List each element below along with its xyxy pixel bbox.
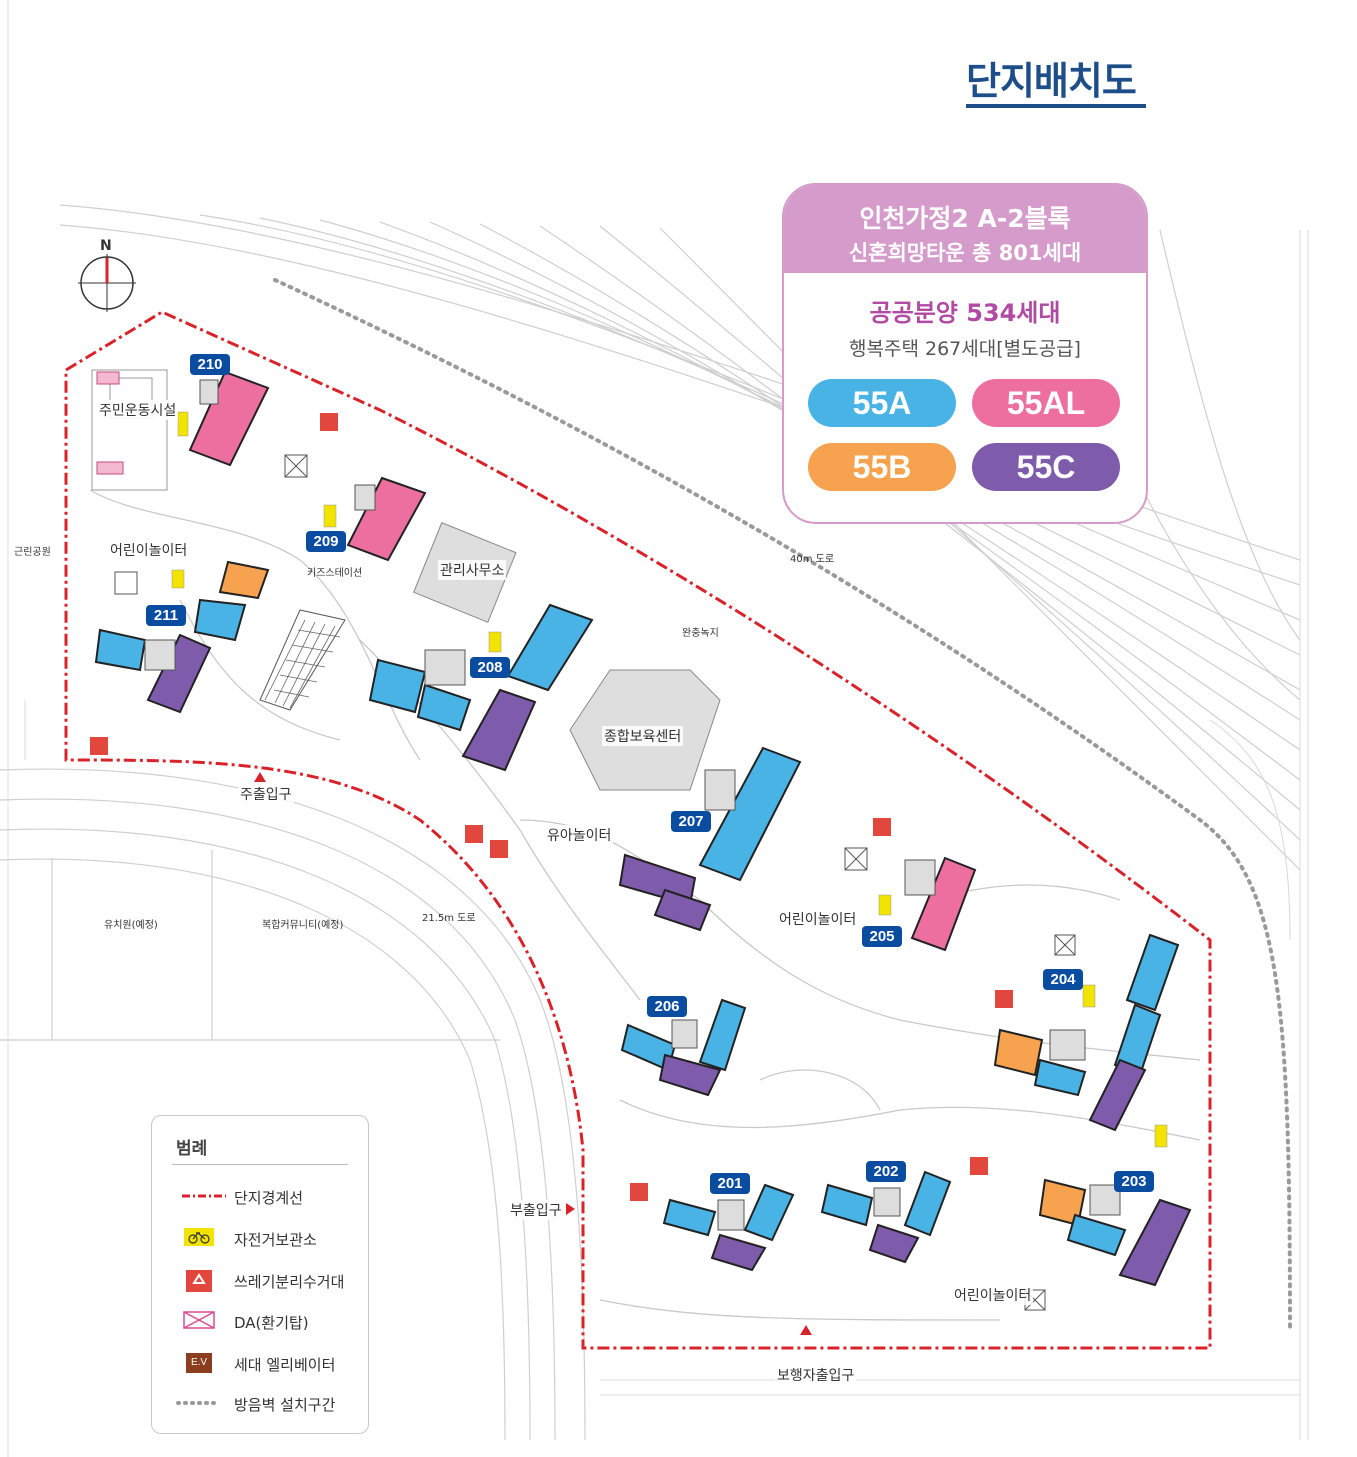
building-203[interactable] bbox=[1038, 1178, 1192, 1287]
building-211[interactable] bbox=[94, 560, 270, 714]
playground-label-1: 어린이놀이터 bbox=[108, 540, 190, 560]
legend-row-recycle: 쓰레기분리수거대 bbox=[176, 1268, 366, 1294]
type-55c-pill: 55C bbox=[972, 443, 1120, 491]
building-no-208[interactable]: 208 bbox=[470, 657, 510, 678]
legend-label-elevator: 세대 엘리베이터 bbox=[234, 1356, 336, 1374]
legend-panel: 범례 단지경계선 자전거보관소 쓰레기분리수거대 DA(환기탑) bbox=[151, 1115, 369, 1434]
building-202[interactable] bbox=[820, 1170, 952, 1264]
page-title: 단지배치도 bbox=[966, 59, 1137, 103]
building-no-204[interactable]: 204 bbox=[1043, 969, 1083, 990]
building-204[interactable] bbox=[993, 933, 1180, 1132]
parking-ramp bbox=[259, 609, 346, 711]
building-no-203[interactable]: 203 bbox=[1114, 1171, 1154, 1192]
summary-header: 인천가정2 A-2블록 신혼희망타운 총 801세대 bbox=[784, 185, 1146, 273]
kids-station-label: 키즈스테이션 bbox=[307, 568, 363, 579]
title-underline bbox=[966, 104, 1146, 108]
legend-title: 범례 bbox=[176, 1139, 208, 1159]
vent-tower-icon bbox=[183, 1311, 215, 1329]
recycle-icon bbox=[186, 1270, 212, 1292]
buffer-green-label: 완충녹지 bbox=[682, 628, 719, 639]
legend-label-vent: DA(환기탑) bbox=[234, 1314, 309, 1332]
happy-housing-count: 행복주택 267세대[별도공급] bbox=[849, 338, 1081, 360]
legend-row-elevator: E.V 세대 엘리베이터 bbox=[176, 1351, 366, 1377]
management-office-label: 관리사무소 bbox=[438, 560, 507, 580]
building-205[interactable] bbox=[904, 856, 977, 952]
boundary-line-icon bbox=[182, 1194, 226, 1198]
bicycle-icons bbox=[171, 411, 1168, 1148]
summary-line2: 신혼희망타운 총 801세대 bbox=[848, 241, 1082, 265]
road-40m-label: 40m 도로 bbox=[790, 554, 835, 565]
sub-entrance-label: 부출입구 bbox=[508, 1200, 564, 1220]
pedestrian-entrance-label: 보행자출입구 bbox=[775, 1365, 857, 1385]
childcare-center-label: 종합보육센터 bbox=[602, 726, 684, 746]
building-no-207[interactable]: 207 bbox=[671, 811, 711, 832]
compass-north-label: N bbox=[100, 238, 112, 254]
summary-line1: 인천가정2 A-2블록 bbox=[859, 204, 1071, 233]
building-no-211[interactable]: 211 bbox=[146, 605, 186, 626]
building-no-209[interactable]: 209 bbox=[306, 531, 346, 552]
road-21m-label: 21.5m 도로 bbox=[422, 913, 476, 924]
building-no-202[interactable]: 202 bbox=[866, 1161, 906, 1182]
legend-row-bicycle: 자전거보관소 bbox=[176, 1226, 366, 1252]
building-210[interactable] bbox=[188, 370, 270, 467]
compass bbox=[78, 254, 136, 312]
building-no-206[interactable]: 206 bbox=[647, 996, 687, 1017]
elevator-icon: E.V bbox=[186, 1353, 212, 1373]
legend-divider bbox=[172, 1164, 348, 1165]
legend-row-soundwall: 방음벽 설치구간 bbox=[176, 1391, 366, 1417]
playground-label-2: 어린이놀이터 bbox=[777, 909, 859, 929]
building-no-210[interactable]: 210 bbox=[190, 354, 230, 375]
legend-label-boundary: 단지경계선 bbox=[234, 1189, 304, 1207]
elevator-badge: E.V bbox=[190, 1357, 208, 1368]
ped-entry-arrow bbox=[800, 1325, 812, 1335]
main-entrance-label: 주출입구 bbox=[238, 784, 294, 804]
soundwall-line bbox=[273, 278, 1292, 1332]
sports-court bbox=[91, 369, 168, 491]
type-55al-pill: 55AL bbox=[972, 379, 1120, 427]
soundwall-line-icon bbox=[176, 1401, 220, 1405]
building-no-205[interactable]: 205 bbox=[862, 926, 902, 947]
building-201[interactable] bbox=[662, 1183, 795, 1272]
type-55a-pill: 55A bbox=[808, 379, 956, 427]
public-sale-count: 공공분양 534세대 bbox=[869, 299, 1061, 327]
sub-entry-arrow bbox=[566, 1203, 575, 1215]
building-209[interactable] bbox=[346, 476, 427, 562]
legend-label-bicycle: 자전거보관소 bbox=[234, 1231, 317, 1249]
type-55b-pill: 55B bbox=[808, 443, 956, 491]
park-label: 근린공원 bbox=[14, 547, 51, 558]
legend-label-soundwall: 방음벽 설치구간 bbox=[234, 1396, 336, 1414]
main-entry-arrow bbox=[254, 772, 266, 782]
building-206[interactable] bbox=[620, 998, 747, 1097]
building-no-201[interactable]: 201 bbox=[710, 1173, 750, 1194]
site-boundary bbox=[64, 310, 1212, 1350]
playground-label-3: 어린이놀이터 bbox=[952, 1285, 1034, 1305]
complex-community-label: 복합커뮤니티(예정) bbox=[262, 920, 344, 931]
bicycle-icon bbox=[184, 1228, 214, 1246]
building-207[interactable] bbox=[618, 746, 802, 932]
summary-panel: 인천가정2 A-2블록 신혼희망타운 총 801세대 공공분양 534세대 행복… bbox=[782, 183, 1148, 524]
recycle-icons bbox=[90, 413, 1013, 1201]
kindergarten-label: 유치원(예정) bbox=[104, 920, 158, 931]
legend-row-vent: DA(환기탑) bbox=[176, 1309, 366, 1335]
infant-playground-label: 유아놀이터 bbox=[545, 825, 614, 845]
building-208[interactable] bbox=[368, 603, 594, 772]
legend-label-recycle: 쓰레기분리수거대 bbox=[234, 1273, 345, 1291]
community-facility-label: 주민운동시설 bbox=[97, 400, 179, 420]
legend-row-boundary: 단지경계선 bbox=[176, 1184, 366, 1210]
highway-40m bbox=[59, 204, 1301, 871]
